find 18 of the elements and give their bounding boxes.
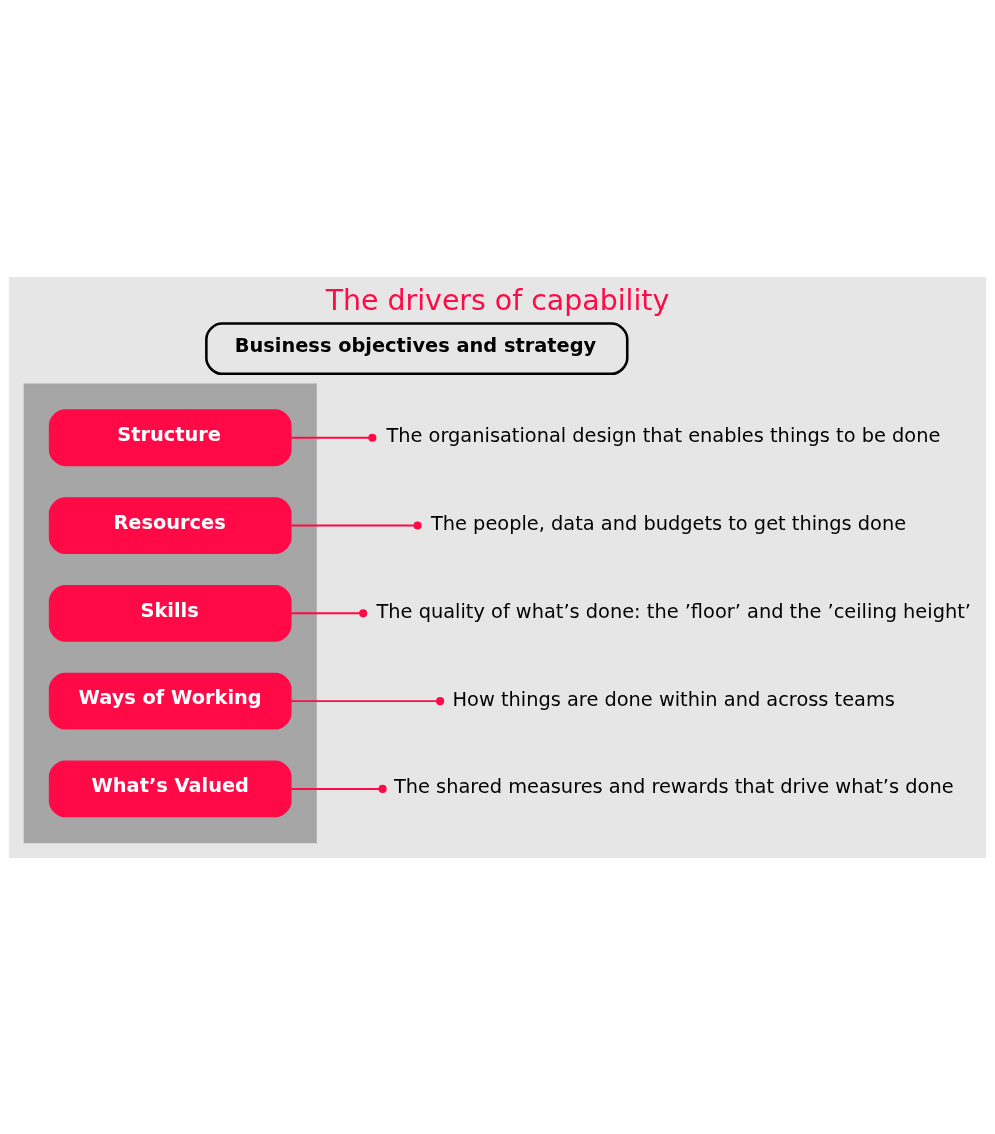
node-box: Business objectives and strategy <box>205 321 629 375</box>
node-box: Ways of Working <box>48 672 292 730</box>
node-text: The organisational design that enables things to be done <box>386 423 941 447</box>
node-text: The quality of what’s done: the ’floor’ and the ’ceiling height’ <box>376 599 971 623</box>
node-text: The shared measures and rewards that drive what’s done <box>393 774 954 798</box>
connector <box>290 784 387 793</box>
diagram-title: The drivers of capability <box>325 283 670 317</box>
node-box: Resources <box>48 496 292 554</box>
connector <box>290 433 377 442</box>
connector <box>290 696 445 705</box>
node-box: What’s Valued <box>48 760 292 817</box>
connector <box>290 520 422 530</box>
cluster <box>23 383 317 843</box>
node-text: The people, data and budgets to get things done <box>430 511 907 535</box>
connector <box>290 608 368 617</box>
node-box: Structure <box>48 408 292 466</box>
node-text: How things are done within and across teams <box>452 687 895 711</box>
node-box: Skills <box>48 584 292 642</box>
